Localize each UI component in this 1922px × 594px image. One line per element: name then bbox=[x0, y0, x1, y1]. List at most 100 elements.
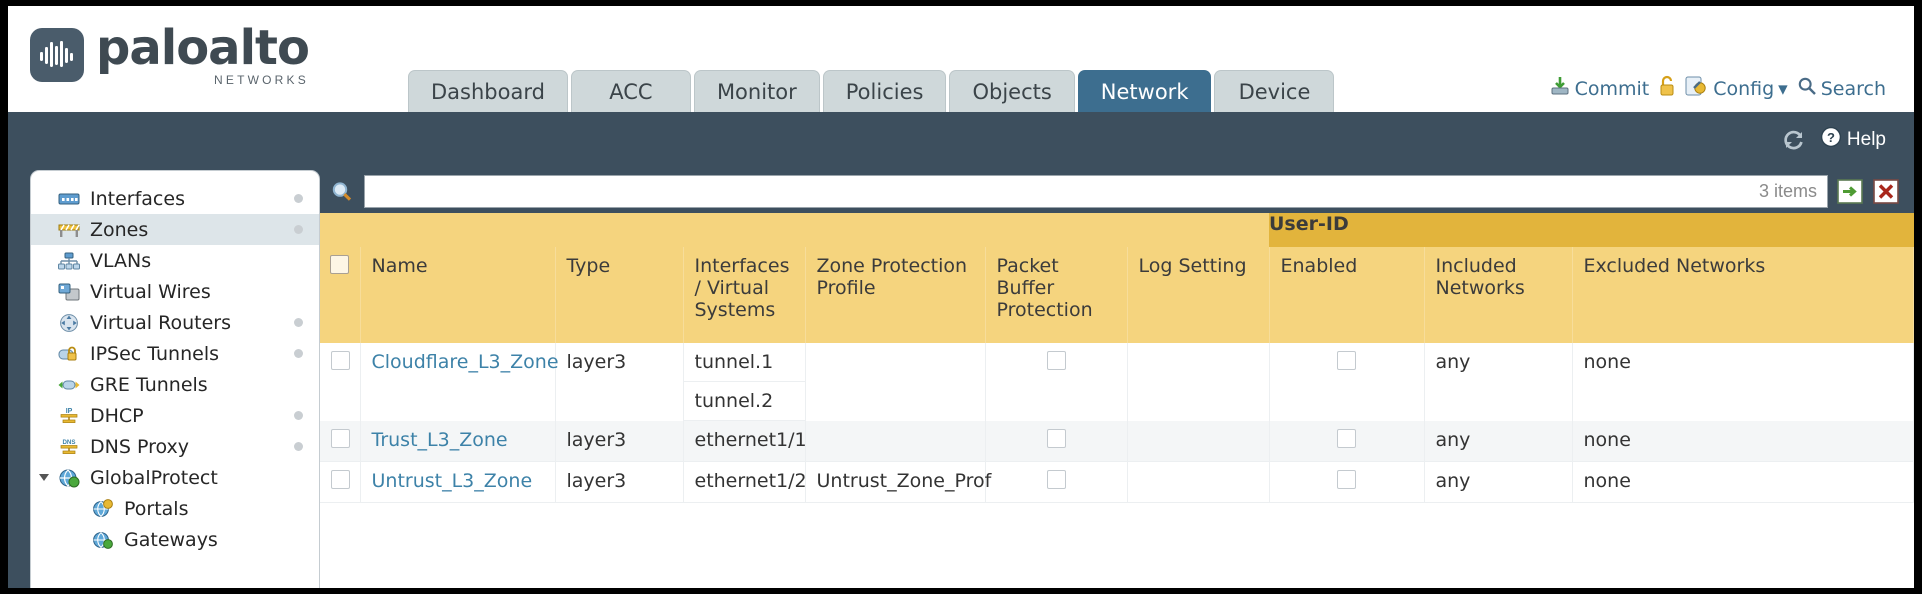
sidebar-item-label: DNS Proxy bbox=[90, 435, 189, 458]
dns-proxy-icon: DNS bbox=[57, 437, 81, 457]
sidebar-item-zones[interactable]: Zones bbox=[31, 214, 319, 245]
config-menu-button[interactable]: Config ▾ bbox=[1685, 75, 1788, 102]
userid-enabled-checkbox[interactable] bbox=[1337, 428, 1356, 448]
tab-acc[interactable]: ACC bbox=[570, 70, 691, 112]
sidebar-item-gre-tunnels[interactable]: GRE Tunnels bbox=[31, 369, 319, 400]
packet-buffer-checkbox[interactable] bbox=[1046, 351, 1066, 370]
group-header-userid: User-ID bbox=[1269, 213, 1914, 247]
brand-logo[interactable]: paloalto NETWORKS bbox=[8, 6, 310, 87]
help-button[interactable]: ? Help bbox=[1820, 126, 1886, 154]
cell-packet-buffer[interactable] bbox=[985, 343, 1128, 421]
clear-filter-button[interactable] bbox=[1872, 178, 1900, 205]
config-lock-button[interactable] bbox=[1658, 75, 1676, 102]
cell-userid-enabled[interactable] bbox=[1269, 343, 1425, 421]
cell-type: layer3 bbox=[555, 420, 684, 462]
userid-enabled-checkbox[interactable] bbox=[1337, 469, 1356, 489]
search-icon bbox=[1797, 76, 1817, 101]
tab-device[interactable]: Device bbox=[1214, 70, 1335, 112]
select-all-checkbox[interactable] bbox=[330, 255, 349, 274]
toolbar-strip: ? Help bbox=[8, 112, 1914, 170]
cell-type: layer3 bbox=[555, 343, 684, 421]
cell-included-networks: any bbox=[1424, 420, 1573, 462]
row-checkbox[interactable] bbox=[331, 428, 350, 448]
cell-name[interactable]: Cloudflare_L3_Zone bbox=[360, 343, 559, 421]
row-select-cell[interactable] bbox=[320, 461, 361, 503]
column-header-log-setting[interactable]: Log Setting bbox=[1127, 247, 1270, 343]
cell-log-setting bbox=[1127, 343, 1270, 421]
column-header-interfaces[interactable]: Interfaces / Virtual Systems bbox=[683, 247, 806, 343]
column-header-packet-buffer[interactable]: Packet Buffer Protection bbox=[985, 247, 1128, 343]
column-header-type[interactable]: Type bbox=[555, 247, 684, 343]
svg-text:IP: IP bbox=[66, 408, 73, 415]
vlans-icon bbox=[57, 251, 81, 271]
sidebar-item-label: VLANs bbox=[90, 249, 152, 272]
status-dot bbox=[294, 411, 303, 420]
cell-log-setting bbox=[1127, 420, 1270, 462]
cell-userid-enabled[interactable] bbox=[1269, 420, 1425, 462]
tab-dashboard[interactable]: Dashboard bbox=[408, 70, 568, 112]
paloalto-logo-icon bbox=[30, 28, 84, 82]
tab-network[interactable]: Network bbox=[1077, 70, 1212, 112]
firewall-app-window: paloalto NETWORKS Dashboard ACC Monitor … bbox=[8, 6, 1914, 588]
column-header-zone-protection[interactable]: Zone Protection Profile bbox=[805, 247, 986, 343]
search-button[interactable]: Search bbox=[1797, 76, 1886, 101]
table-group-header-row: User-ID bbox=[320, 213, 1914, 247]
column-header-enabled[interactable]: Enabled bbox=[1269, 247, 1425, 343]
expander-triangle-icon[interactable] bbox=[39, 474, 49, 481]
cell-name[interactable]: Trust_L3_Zone bbox=[360, 420, 556, 462]
cell-zone-protection: Untrust_Zone_Prof bbox=[805, 461, 991, 503]
item-count-label: 3 items bbox=[1758, 181, 1817, 201]
sidebar-item-label: Zones bbox=[90, 218, 149, 241]
brand-name: paloalto bbox=[96, 20, 310, 76]
sidebar-item-vlans[interactable]: VLANs bbox=[31, 245, 319, 276]
sidebar-item-dhcp[interactable]: IP DHCP bbox=[31, 400, 319, 431]
refresh-icon[interactable] bbox=[1781, 129, 1806, 151]
zone-name-link[interactable]: Trust_L3_Zone bbox=[371, 428, 508, 451]
status-dot bbox=[294, 225, 303, 234]
select-all-header[interactable] bbox=[320, 247, 361, 343]
sidebar-item-virtual-wires[interactable]: Virtual Wires bbox=[31, 276, 319, 307]
tab-monitor[interactable]: Monitor bbox=[693, 70, 820, 112]
svg-text:DNS: DNS bbox=[62, 439, 75, 446]
row-checkbox[interactable] bbox=[331, 351, 350, 370]
brand-tagline: NETWORKS bbox=[214, 73, 309, 87]
zone-name-link[interactable]: Untrust_L3_Zone bbox=[371, 469, 533, 492]
zone-name-link[interactable]: Cloudflare_L3_Zone bbox=[371, 351, 559, 373]
dhcp-icon: IP bbox=[57, 406, 81, 426]
sidebar-item-ipsec-tunnels[interactable]: IPSec Tunnels bbox=[31, 338, 319, 369]
cell-packet-buffer[interactable] bbox=[985, 461, 1128, 503]
row-checkbox[interactable] bbox=[331, 469, 350, 489]
column-header-excluded-networks[interactable]: Excluded Networks bbox=[1572, 247, 1914, 343]
svg-text:?: ? bbox=[1827, 130, 1835, 145]
row-select-cell[interactable] bbox=[320, 420, 361, 462]
column-header-name[interactable]: Name bbox=[360, 247, 556, 343]
row-select-cell[interactable] bbox=[320, 343, 361, 421]
magnifier-icon[interactable] bbox=[328, 180, 356, 204]
apply-filter-button[interactable] bbox=[1836, 178, 1864, 205]
table-row[interactable]: Trust_L3_Zone layer3 ethernet1/1 any bbox=[320, 420, 1914, 462]
sidebar-item-portals[interactable]: Portals bbox=[31, 493, 319, 524]
packet-buffer-checkbox[interactable] bbox=[1046, 469, 1066, 489]
sidebar-item-dns-proxy[interactable]: DNS DNS Proxy bbox=[31, 431, 319, 462]
commit-button[interactable]: Commit bbox=[1549, 75, 1649, 102]
table-row[interactable]: Cloudflare_L3_Zone layer3 tunnel.1 any bbox=[320, 343, 1914, 421]
virtual-wires-icon bbox=[57, 282, 81, 302]
userid-enabled-checkbox[interactable] bbox=[1337, 351, 1356, 370]
cell-userid-enabled[interactable] bbox=[1269, 461, 1425, 503]
packet-buffer-checkbox[interactable] bbox=[1046, 428, 1066, 448]
sidebar-item-globalprotect[interactable]: GlobalProtect bbox=[31, 462, 319, 493]
search-input[interactable]: 3 items bbox=[364, 175, 1828, 208]
sidebar-item-virtual-routers[interactable]: Virtual Routers bbox=[31, 307, 319, 338]
sidebar-item-interfaces[interactable]: Interfaces bbox=[31, 183, 319, 214]
sidebar-item-label: Portals bbox=[124, 497, 189, 520]
tab-policies[interactable]: Policies bbox=[822, 70, 947, 112]
ipsec-tunnels-icon bbox=[57, 344, 81, 364]
cell-name[interactable]: Untrust_L3_Zone bbox=[360, 461, 556, 503]
column-header-included-networks[interactable]: Included Networks bbox=[1424, 247, 1573, 343]
cell-packet-buffer[interactable] bbox=[985, 420, 1128, 462]
sidebar-item-gateways[interactable]: Gateways bbox=[31, 524, 319, 555]
table-row[interactable]: Untrust_L3_Zone layer3 ethernet1/2 Untru… bbox=[320, 461, 1914, 503]
network-sidebar: Interfaces Zones bbox=[30, 170, 320, 588]
tab-objects[interactable]: Objects bbox=[949, 70, 1075, 112]
help-icon: ? bbox=[1820, 126, 1842, 154]
